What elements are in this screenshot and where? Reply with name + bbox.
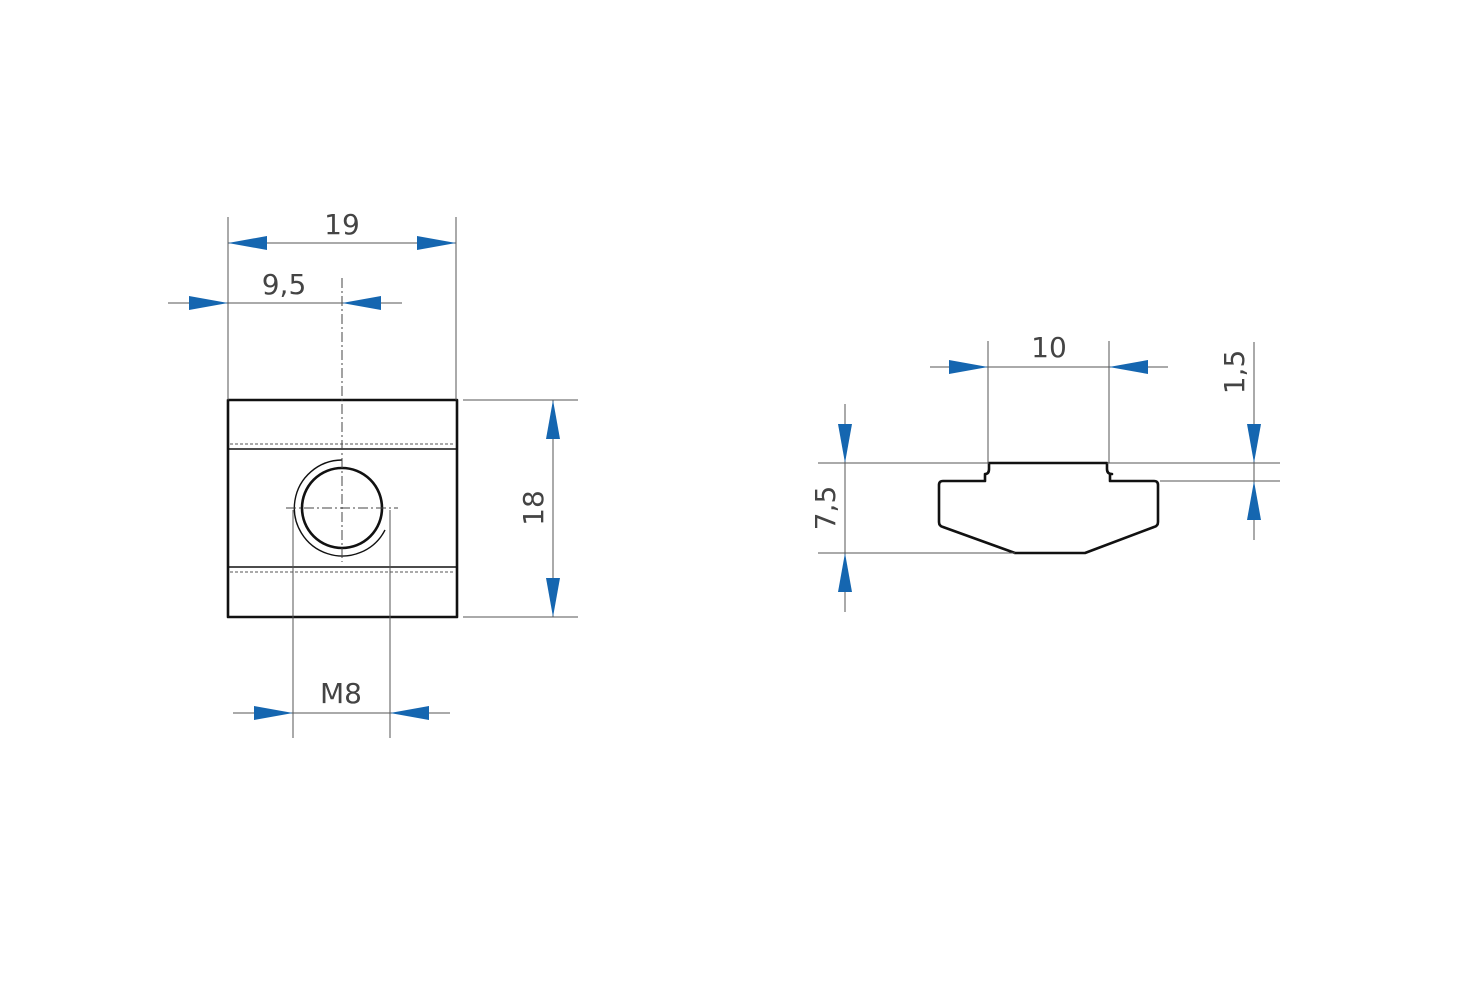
side-view <box>937 461 1160 555</box>
dim-arrow <box>417 236 456 250</box>
dim-arrow <box>1247 481 1261 520</box>
dimension-height: 18 <box>517 400 560 617</box>
dimension-lip: 1,5 <box>1218 342 1261 540</box>
dim-arrow <box>949 360 988 374</box>
dim-arrow <box>546 400 560 439</box>
lip-label: 1,5 <box>1218 350 1251 395</box>
overall-width-label: 19 <box>324 208 360 241</box>
dim-arrow <box>1109 360 1148 374</box>
thread-label: M8 <box>320 677 362 710</box>
thread-outer-arc <box>293 459 386 557</box>
side-view-profile <box>937 461 1160 555</box>
hole-center-label: 9,5 <box>262 268 307 301</box>
dim-arrow <box>1247 424 1261 463</box>
dimension-thread: M8 <box>233 677 450 720</box>
dimension-top-width: 10 <box>930 331 1168 374</box>
dim-arrow <box>228 236 267 250</box>
depth-label: 7,5 <box>809 486 842 531</box>
dimension-hole-center: 9,5 <box>168 268 402 310</box>
front-view <box>226 278 459 619</box>
dim-arrow <box>342 296 381 310</box>
dim-arrow <box>254 706 293 720</box>
top-width-label: 10 <box>1031 331 1067 364</box>
side-view-extension-lines <box>818 341 1280 554</box>
dimension-overall-width: 19 <box>228 208 456 250</box>
dim-arrow <box>546 578 560 617</box>
dim-arrow <box>838 553 852 592</box>
height-label: 18 <box>517 490 550 526</box>
dim-arrow <box>838 424 852 463</box>
front-view-extension-lines <box>227 217 578 738</box>
dim-arrow <box>189 296 228 310</box>
dimension-depth: 7,5 <box>809 404 852 612</box>
dim-arrow <box>390 706 429 720</box>
